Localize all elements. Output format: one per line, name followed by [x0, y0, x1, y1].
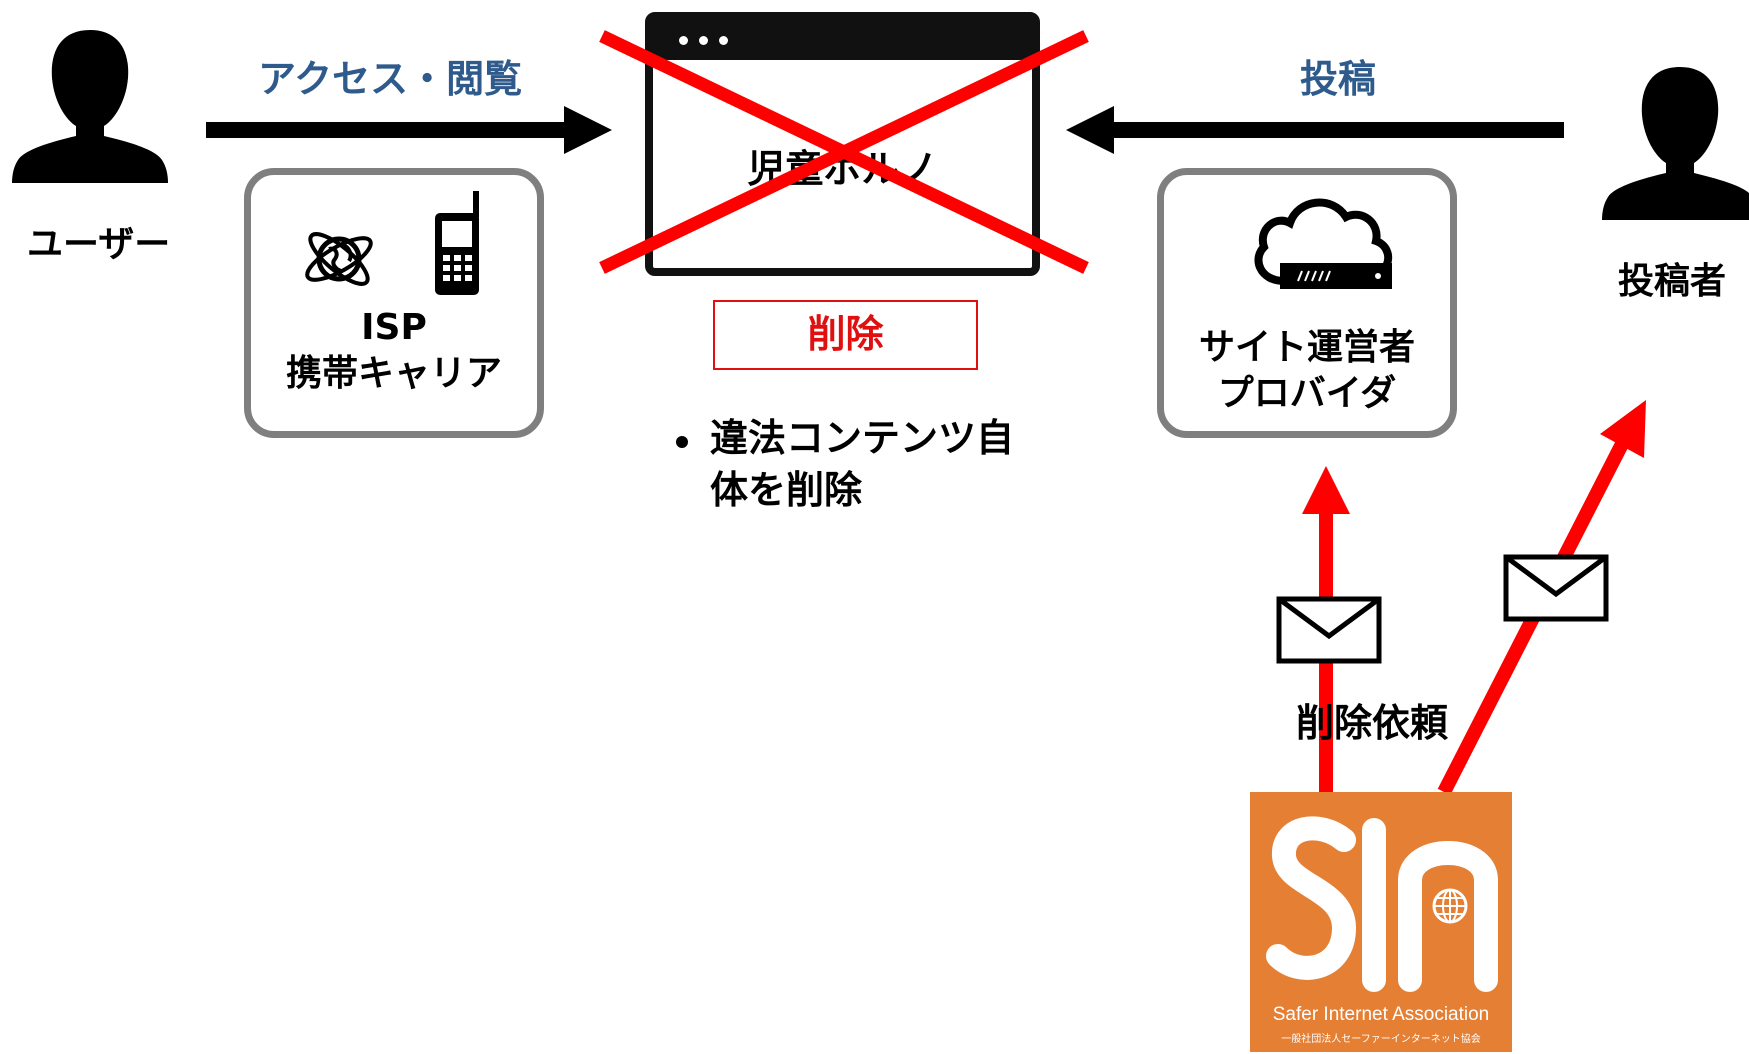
post-label: 投稿: [1300, 57, 1377, 101]
poster-label: 投稿者: [1618, 261, 1727, 302]
delete-request-label: 削除依頼: [1296, 701, 1449, 745]
delete-label-box: 削除: [713, 300, 978, 370]
post-arrow: [1066, 106, 1564, 154]
envelope-icon: [1503, 554, 1609, 622]
isp-line-1: ISP: [361, 307, 427, 348]
browser-title-bar: [653, 20, 1032, 60]
envelope-icon: [1276, 596, 1382, 664]
user-label: ユーザー: [27, 224, 171, 265]
globe-icon: [1432, 888, 1468, 924]
bullet-line-2: 体を削除: [710, 468, 863, 512]
globe-icon: [305, 232, 373, 286]
isp-line-2: 携帯キャリア: [285, 353, 502, 394]
site-line-1: サイト運営者: [1198, 327, 1415, 368]
isp-card: ISP 携帯キャリア: [244, 168, 544, 438]
user-icon: [12, 30, 168, 183]
sia-name: Safer Internet Association: [1272, 1004, 1490, 1025]
site-line-2: プロバイダ: [1217, 373, 1397, 414]
site-operator-card: サイト運営者 プロバイダ: [1157, 168, 1457, 438]
mobile-phone-icon: [435, 191, 479, 295]
cloud-server-icon: [1254, 198, 1393, 289]
access-label: アクセス・閲覧: [258, 57, 523, 101]
bullet-line-1: 違法コンテンツ自: [710, 416, 1015, 460]
poster-icon: [1602, 67, 1749, 220]
access-arrow: [206, 106, 612, 154]
bullet-dot: [676, 436, 688, 448]
sia-logo: Safer Internet Association 一般社団法人セーファーイン…: [1250, 792, 1512, 1052]
cross-out-mark: [599, 30, 1089, 274]
bullet-text: 違法コンテンツ自 体を削除: [710, 412, 1014, 516]
sia-logo-mark: [1266, 816, 1498, 992]
sia-subtitle: 一般社団法人セーファーインターネット協会: [1281, 1034, 1481, 1045]
